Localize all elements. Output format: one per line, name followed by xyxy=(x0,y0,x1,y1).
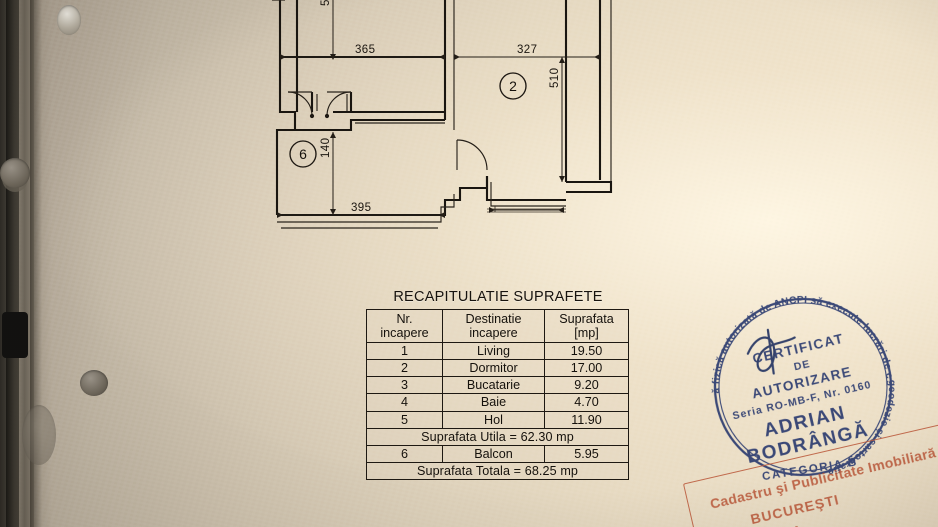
cell-suprafata: 5.95 xyxy=(544,444,629,463)
cell-nr: 6 xyxy=(366,444,443,463)
table-row-total: Suprafata Totala = 68.25 mp xyxy=(366,461,629,480)
table-row: 2 Dormitor 17.00 xyxy=(366,359,629,378)
cell-suprafata-totala: Suprafata Totala = 68.25 mp xyxy=(366,461,629,480)
dimension-395: 395 xyxy=(351,202,371,214)
recapitulation-block: RECAPITULATIE SUPRAFETE Nr. incapere Des… xyxy=(366,289,629,480)
cell-nr: 2 xyxy=(366,359,443,378)
table-row-subtotal: Suprafata Utila = 62.30 mp xyxy=(366,427,629,446)
cell-suprafata: 9.20 xyxy=(544,376,629,395)
paper-smudge-bottom xyxy=(22,405,56,465)
header-destinatie: Destinatie incapere xyxy=(442,308,545,344)
signature-stroke xyxy=(766,328,775,375)
room-marker-2-label: 2 xyxy=(509,78,517,94)
table-row: 3 Bucatarie 9.20 xyxy=(366,376,629,395)
dimension-140: 140 xyxy=(320,138,332,158)
cell-suprafata: 19.50 xyxy=(544,342,629,361)
binder-rail xyxy=(6,0,19,527)
room-marker-2: 2 xyxy=(499,72,527,100)
table-row: 1 Living 19.50 xyxy=(366,342,629,361)
table-row: 5 Hol 11.90 xyxy=(366,410,629,429)
header-nr-line1: Nr. xyxy=(396,312,412,326)
header-suprafata: Suprafata [mp] xyxy=(544,308,629,344)
cell-destinatie: Dormitor xyxy=(442,359,545,378)
paper-edge-shadow xyxy=(30,0,52,527)
table-row: 6 Balcon 5.95 xyxy=(366,444,629,463)
header-nr: Nr. incapere xyxy=(366,308,443,344)
header-suprafata-line1: Suprafata xyxy=(559,312,614,326)
dimension-365: 365 xyxy=(355,44,375,56)
header-destinatie-line2: incapere xyxy=(469,326,517,340)
surfaces-table: Nr. incapere Destinatie incapere Suprafa… xyxy=(366,308,629,480)
header-suprafata-line2: [mp] xyxy=(574,326,599,340)
dimension-327: 327 xyxy=(517,44,537,56)
paper-blemish-top xyxy=(57,5,81,35)
room-marker-6: 6 xyxy=(289,140,317,168)
punch-hole-left-lower xyxy=(80,370,108,396)
dimension-525: 525 xyxy=(320,0,332,6)
cell-nr: 5 xyxy=(366,410,443,429)
authorization-stamp: Persoană fizică autorizată de ANCPI să e… xyxy=(695,279,912,496)
room-marker-6-label: 6 xyxy=(299,146,307,162)
cell-destinatie: Bucatarie xyxy=(442,376,545,395)
cell-suprafata: 11.90 xyxy=(544,410,629,429)
cell-destinatie: Balcon xyxy=(442,444,545,463)
binder-clip-lower xyxy=(2,312,28,358)
cell-suprafata: 4.70 xyxy=(544,393,629,412)
cell-nr: 4 xyxy=(366,393,443,412)
stamp-de: DE xyxy=(793,358,812,373)
header-destinatie-line1: Destinatie xyxy=(465,312,521,326)
cell-destinatie: Baie xyxy=(442,393,545,412)
handwritten-signature xyxy=(746,336,796,372)
table-header-row: Nr. incapere Destinatie incapere Suprafa… xyxy=(366,308,629,344)
punch-hole-left-upper xyxy=(0,158,30,188)
dimension-510: 510 xyxy=(549,68,561,88)
cell-destinatie: Living xyxy=(442,342,545,361)
floor-plan-drawing: 525 365 327 510 140 395 xyxy=(255,0,655,260)
table-row: 4 Baie 4.70 xyxy=(366,393,629,412)
cell-suprafata-utila: Suprafata Utila = 62.30 mp xyxy=(366,427,629,446)
recap-title: RECAPITULATIE SUPRAFETE xyxy=(368,289,628,305)
cell-suprafata: 17.00 xyxy=(544,359,629,378)
header-nr-line2: incapere xyxy=(380,326,428,340)
